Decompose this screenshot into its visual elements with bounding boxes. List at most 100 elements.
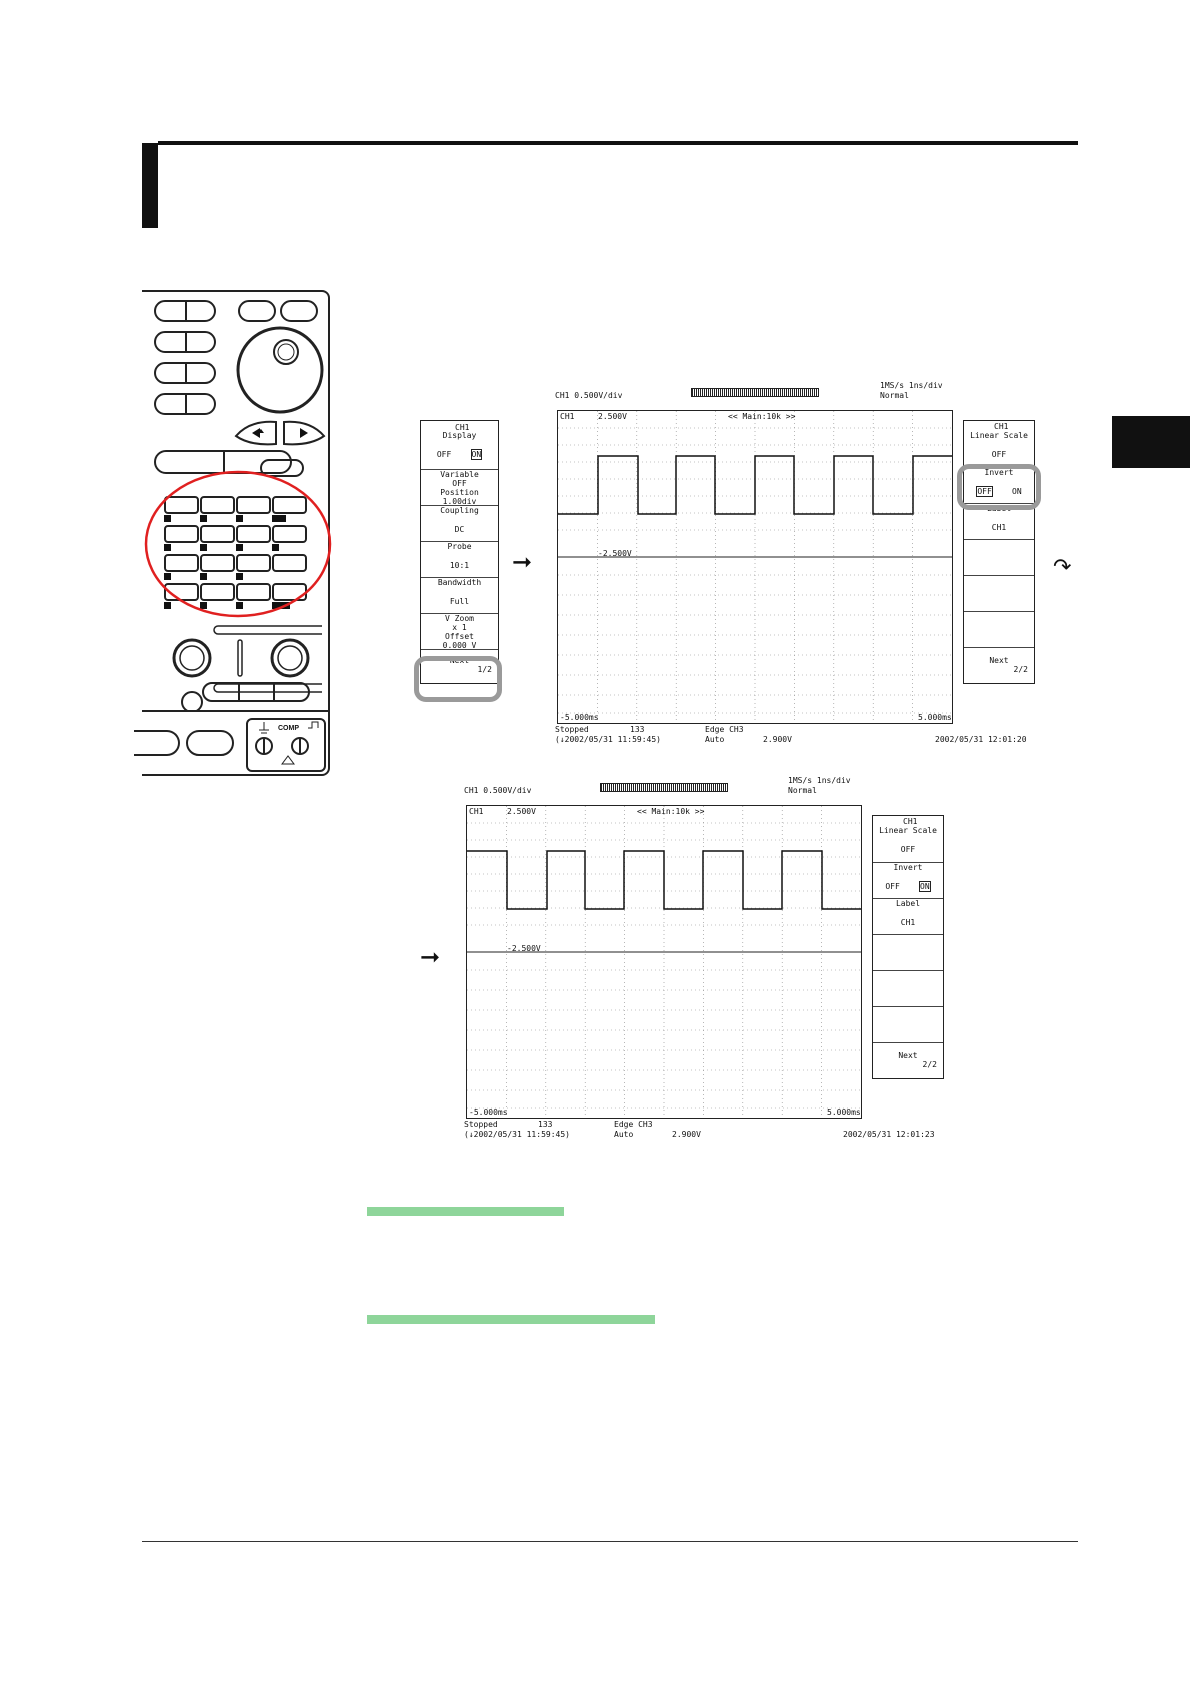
menu-item-bandwidth[interactable]: Bandwidth Full bbox=[421, 577, 498, 614]
waveform-plot-inverted bbox=[467, 806, 861, 1118]
chapter-header-bar bbox=[142, 143, 158, 228]
trigger-mode: Auto bbox=[614, 1130, 634, 1139]
menu-item-title: Label bbox=[895, 899, 921, 908]
menu-item-coupling[interactable]: Coupling DC bbox=[421, 505, 498, 542]
waveform-plot bbox=[558, 411, 952, 723]
time-right: 5.000ms bbox=[827, 1108, 861, 1117]
menu-item-title: Next bbox=[898, 1051, 918, 1060]
menu-item-title: Probe bbox=[447, 542, 472, 551]
menu-item-vzoom[interactable]: V Zoom x 1 Offset 0.000 V bbox=[421, 613, 498, 650]
menu-item-linear-scale[interactable]: Linear Scale OFF bbox=[964, 431, 1034, 467]
panel-key bbox=[200, 496, 235, 514]
chapter-header-rule bbox=[158, 141, 1078, 145]
indicator-square bbox=[272, 544, 279, 551]
grid-ch-label: CH1 bbox=[560, 412, 575, 421]
panel-key bbox=[164, 496, 199, 514]
panel-button bbox=[186, 730, 234, 756]
menu-blank[interactable] bbox=[873, 970, 943, 1007]
front-panel-illustration: COMP bbox=[134, 290, 330, 776]
trigger-mode: Auto bbox=[705, 735, 725, 744]
footer-rule bbox=[142, 1541, 1078, 1542]
menu-value: x 1 bbox=[452, 623, 467, 632]
input-terminal-box: COMP bbox=[246, 718, 326, 772]
menu-header: CH1 bbox=[903, 817, 918, 826]
run-status: Stopped bbox=[555, 725, 589, 734]
acq-mode: Normal bbox=[880, 391, 909, 400]
menu-item-display[interactable]: Display OFF ON bbox=[421, 431, 498, 469]
menu-value: 10:1 bbox=[449, 561, 470, 570]
right-arrow-icon: ➞ bbox=[420, 943, 441, 971]
menu-item-next[interactable]: Next 2/2 bbox=[964, 647, 1034, 684]
time-right: 5.000ms bbox=[918, 713, 952, 722]
menu-value: OFF bbox=[436, 450, 452, 459]
vertical-scale-label: CH1 0.500V/div bbox=[555, 391, 623, 400]
zoom-label: << Main:10k >> bbox=[637, 807, 705, 816]
menu-value-selected: OFF bbox=[976, 486, 993, 497]
menu-item-variable[interactable]: Variable OFF Position 1.00div bbox=[421, 469, 498, 506]
section-marker-bar bbox=[367, 1315, 655, 1324]
menu-value: 1/2 bbox=[477, 665, 492, 674]
menu-value-selected: ON bbox=[470, 449, 483, 460]
acq-count: 133 bbox=[538, 1120, 553, 1129]
trigger-level: 2.900V bbox=[672, 1130, 701, 1139]
menu-item-title: Next bbox=[989, 656, 1009, 665]
vertical-knobs-icon bbox=[172, 625, 322, 712]
indicator-square bbox=[200, 573, 207, 580]
highlight-invert bbox=[957, 464, 1041, 510]
panel-key bbox=[200, 554, 235, 572]
menu-item-title: Variable bbox=[440, 470, 479, 479]
menu-value: OFF bbox=[452, 479, 467, 488]
menu-item-next[interactable]: Next 2/2 bbox=[873, 1042, 943, 1079]
acq-count: 133 bbox=[630, 725, 645, 734]
trigger-level: 2.900V bbox=[763, 735, 792, 744]
indicator-square bbox=[164, 544, 171, 551]
indicator-square bbox=[236, 515, 243, 522]
panel-key bbox=[272, 496, 307, 514]
start-time: (↓2002/05/31 11:59:45) bbox=[555, 735, 661, 744]
menu-blank[interactable] bbox=[873, 934, 943, 971]
menu-blank[interactable] bbox=[964, 611, 1034, 648]
panel-key bbox=[236, 496, 271, 514]
record-bar bbox=[691, 388, 819, 397]
menu-item-title: V Zoom bbox=[445, 614, 474, 623]
menu-value: OFF bbox=[991, 450, 1007, 459]
menu-value: ON bbox=[1012, 487, 1022, 496]
lower-level: -2.500V bbox=[598, 549, 632, 558]
menu-value: CH1 bbox=[900, 918, 916, 927]
upper-level: 2.500V bbox=[598, 412, 627, 421]
panel-button bbox=[260, 459, 304, 477]
panel-key bbox=[272, 554, 307, 572]
menu-item-label[interactable]: Label CH1 bbox=[873, 898, 943, 935]
menu-item-invert[interactable]: Invert OFF ON bbox=[873, 862, 943, 899]
indicator-square bbox=[200, 544, 207, 551]
menu-value: 0.000 V bbox=[442, 641, 477, 650]
menu-value: Position bbox=[440, 488, 479, 497]
panel-button bbox=[154, 393, 216, 415]
highlight-circle bbox=[144, 470, 332, 618]
menu-value: 2/2 bbox=[1013, 665, 1028, 674]
panel-button bbox=[154, 331, 216, 353]
menu-item-title: Invert bbox=[893, 863, 923, 872]
menu-value: DC bbox=[454, 525, 465, 534]
menu-blank[interactable] bbox=[964, 575, 1034, 612]
oscilloscope-screen-1: CH1 0.500V/div 1MS/s 1ns/div Normal CH1 … bbox=[414, 380, 1041, 750]
panel-key bbox=[164, 554, 199, 572]
menu-blank[interactable] bbox=[964, 539, 1034, 576]
menu-item-title: Display bbox=[442, 431, 477, 440]
indicator-square bbox=[164, 515, 171, 522]
section-marker-bar bbox=[367, 1207, 564, 1216]
soft-menu-right: CH1 Linear Scale OFF Invert OFF ON Label… bbox=[872, 815, 944, 1079]
graticule-2: CH1 2.500V << Main:10k >> -2.500V -5.000… bbox=[466, 805, 862, 1119]
indicator-square bbox=[272, 515, 286, 522]
start-time: (↓2002/05/31 11:59:45) bbox=[464, 1130, 570, 1139]
menu-header: CH1 bbox=[994, 422, 1009, 431]
menu-blank[interactable] bbox=[873, 1006, 943, 1043]
menu-item-linear-scale[interactable]: Linear Scale OFF bbox=[873, 826, 943, 862]
indicator-square bbox=[236, 544, 243, 551]
zoom-label: << Main:10k >> bbox=[728, 412, 796, 421]
grid-ch-label: CH1 bbox=[469, 807, 484, 816]
menu-item-probe[interactable]: Probe 10:1 bbox=[421, 541, 498, 578]
trigger-type: Edge CH3 bbox=[614, 1120, 653, 1129]
panel-key bbox=[200, 583, 235, 601]
vertical-scale-label: CH1 0.500V/div bbox=[464, 786, 532, 795]
